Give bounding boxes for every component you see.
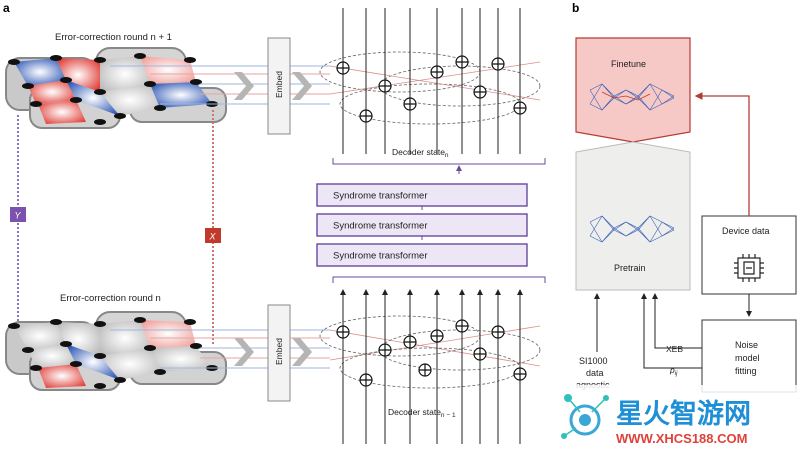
syndrome-transformer-3-label: Syndrome transformer	[333, 251, 428, 262]
syndrome-transformer-1-label: Syndrome transformer	[333, 191, 428, 202]
noise-model-box: Noise model fitting	[701, 319, 797, 393]
qubit-lattice-bottom	[5, 311, 227, 391]
pij-label: pij	[669, 365, 678, 377]
watermark: 星火智游网 WWW.XHCS188.COM	[548, 385, 800, 449]
device-data-box: Device data	[701, 215, 797, 295]
model-label: model	[735, 353, 760, 363]
syndrome-transformer-3	[316, 243, 528, 267]
syndrome-transformer-2-label: Syndrome transformer	[333, 221, 428, 232]
finetune-label: Finetune	[611, 59, 646, 69]
watermark-logo-icon	[561, 394, 609, 439]
watermark-brand: 星火智游网	[616, 399, 751, 429]
decoder-state-bottom: Decoder staten − 1	[319, 276, 546, 444]
qubit-lattice-top	[5, 47, 227, 129]
data-label: data	[586, 368, 604, 378]
chip-icon	[734, 254, 764, 282]
x-tag: X	[205, 228, 221, 243]
y-tag: Y	[10, 207, 26, 222]
xeb-label: XEB	[666, 344, 683, 354]
network-icon-pretrain	[589, 215, 675, 243]
decoder-state-top-label: Decoder staten	[392, 147, 449, 159]
syndrome-transformer-stack: Syndrome transformer Syndrome transforme…	[316, 183, 528, 267]
pretrain-label: Pretrain	[614, 263, 646, 273]
round-title-bottom: Error-correction round n	[60, 293, 161, 304]
pretrain-box: Pretrain	[575, 141, 691, 291]
embed-label-top: Embed	[274, 71, 284, 98]
decoder-state-bottom-label: Decoder staten − 1	[388, 407, 456, 419]
si1000-label: SI1000	[579, 356, 608, 366]
svg-text:X: X	[209, 232, 217, 242]
arrows-panel-b	[594, 92, 752, 369]
panel-label-b: b	[572, 1, 579, 15]
fitting-label: fitting	[735, 366, 757, 376]
finetune-box: Finetune	[575, 37, 691, 143]
embed-block-bottom: Embed	[234, 304, 312, 402]
panel-label-a: a	[3, 1, 10, 15]
network-icon-finetune	[589, 83, 675, 111]
embed-label-bottom: Embed	[274, 338, 284, 365]
device-data-label: Device data	[722, 226, 770, 236]
embed-block-top: Embed	[234, 37, 312, 135]
watermark-url: WWW.XHCS188.COM	[616, 431, 747, 446]
noise-label: Noise	[735, 340, 758, 350]
round-title-top: Error-correction round n + 1	[55, 32, 172, 43]
decoder-state-top: Decoder staten	[319, 8, 546, 174]
svg-text:Y: Y	[15, 211, 22, 221]
